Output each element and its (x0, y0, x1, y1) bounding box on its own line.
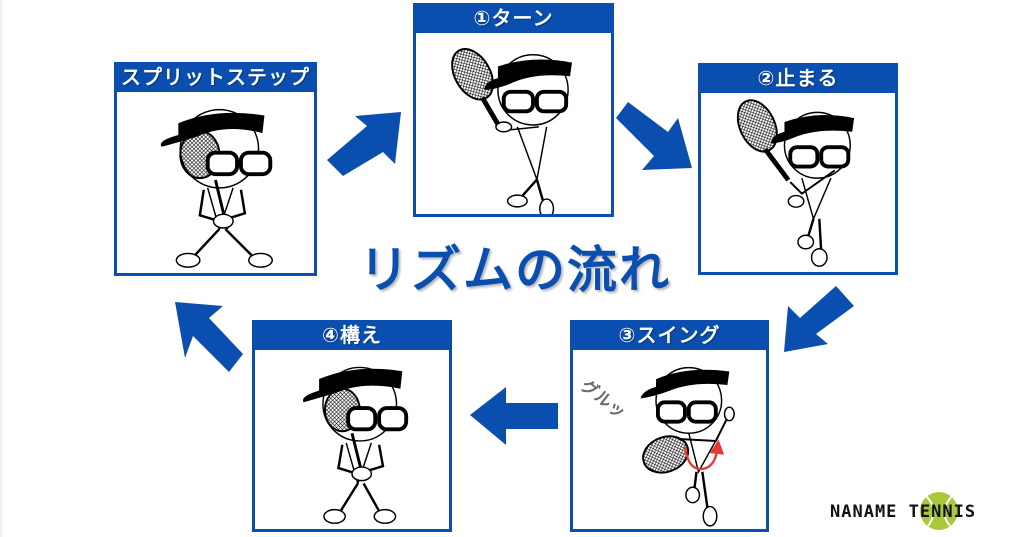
panel-split-step: スプリットステップ (114, 62, 317, 276)
panel-turn: ①ターン (413, 3, 614, 217)
player-stop-illustration (701, 93, 895, 272)
player-turn-illustration (416, 33, 611, 214)
panel-title: ③スイング (570, 320, 769, 350)
arrow-down-left-icon (782, 284, 858, 354)
arrow-up-right-icon (325, 108, 403, 176)
panel-swing: ③スイング (570, 320, 769, 532)
naname-tennis-logo: NANAME TENNIS (830, 492, 1020, 532)
panel-ready: ④構え (252, 320, 452, 532)
arrow-down-right-icon (612, 100, 694, 172)
panel-title: ①ターン (413, 3, 614, 33)
player-split-step-illustration (117, 92, 314, 273)
tennis-ball-icon (920, 492, 958, 530)
arrow-up-left-icon (173, 300, 249, 372)
logo-text: NANAME TENNIS (830, 502, 977, 522)
arrow-left-icon (470, 387, 558, 445)
panel-title: ②止まる (698, 63, 898, 93)
panel-title: ④構え (252, 320, 452, 350)
panel-stop: ②止まる (698, 63, 898, 275)
page-edge (0, 0, 3, 537)
panel-title: スプリットステップ (114, 62, 317, 92)
player-swing-illustration (573, 350, 766, 529)
diagram-title: リズムの流れ (359, 241, 671, 299)
player-ready-illustration (255, 350, 449, 529)
